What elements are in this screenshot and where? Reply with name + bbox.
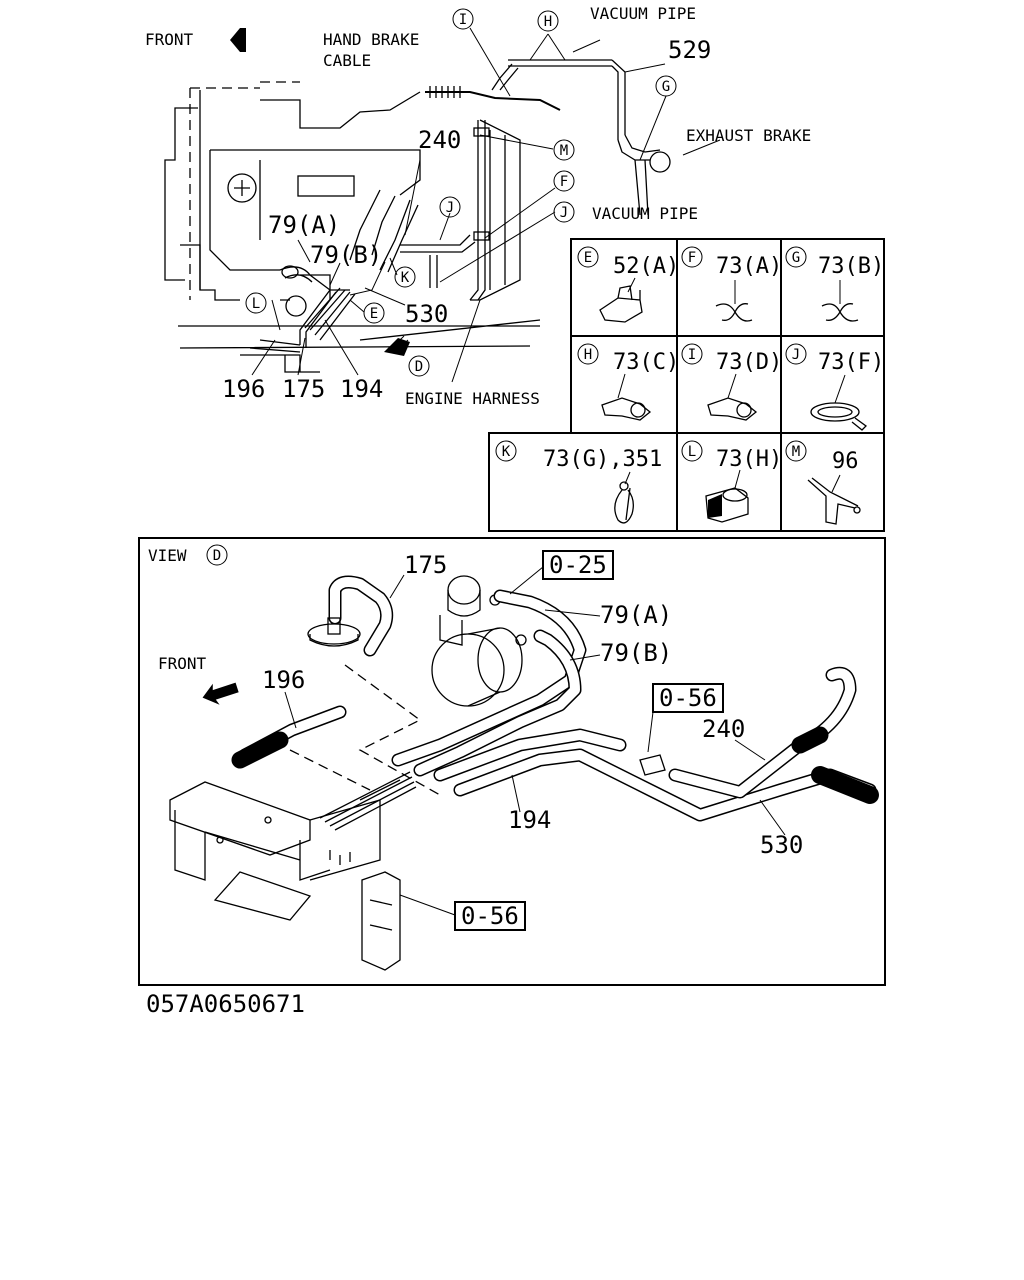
svg-text:M: M: [792, 444, 800, 460]
view-part-240-label: 240: [702, 715, 745, 743]
view-part-530-label: 530: [760, 831, 803, 859]
hand-brake-cable-label: CABLE: [323, 51, 371, 70]
view-d-panel: VIEW D FRONT: [138, 537, 886, 986]
svg-text:I: I: [688, 347, 696, 363]
svg-text:73(F): 73(F): [818, 350, 884, 375]
svg-text:M: M: [560, 143, 568, 159]
callout-h: H: [537, 10, 559, 32]
legend-cell-i: I 73(D): [681, 343, 782, 421]
part-194-label: 194: [340, 375, 383, 403]
view-part-194-label: 194: [508, 806, 551, 834]
svg-text:G: G: [792, 250, 800, 266]
svg-text:73(B): 73(B): [818, 254, 884, 279]
view-title-circle: D: [206, 544, 228, 566]
svg-text:H: H: [544, 14, 552, 30]
view-title: VIEW: [148, 546, 187, 565]
engine-harness-label: ENGINE HARNESS: [405, 389, 540, 408]
vacuum-pipe-bottom-label: VACUUM PIPE: [592, 204, 698, 223]
legend-cell-f: F 73(A): [681, 246, 782, 322]
svg-text:H: H: [584, 347, 592, 363]
view-front-label: FRONT: [158, 654, 207, 673]
legend-cell-k: K 73(G),351: [495, 440, 662, 524]
svg-text:73(G),351: 73(G),351: [543, 447, 662, 472]
svg-text:73(D): 73(D): [716, 350, 782, 375]
part-196-label: 196: [222, 375, 265, 403]
legend-cell-e: E 52(A): [577, 246, 679, 323]
view-part-175-label: 175: [404, 551, 447, 579]
svg-text:G: G: [662, 79, 670, 95]
svg-text:D: D: [415, 359, 423, 375]
svg-text:K: K: [502, 444, 511, 460]
callout-l: L: [245, 292, 267, 314]
svg-text:E: E: [370, 306, 378, 322]
part-529-label: 529: [668, 36, 711, 64]
ref-0-56-box-1: 0-56: [652, 683, 724, 713]
clip-legend-table: E 52(A) F 73(A) G 73(B) H 73(C) I 73(D): [488, 238, 885, 532]
svg-text:73(H): 73(H): [716, 447, 782, 472]
exhaust-brake-label: EXHAUST BRAKE: [686, 126, 811, 145]
svg-text:0-25: 0-25: [549, 551, 607, 579]
callout-e: E: [363, 302, 385, 324]
view-part-196-label: 196: [262, 666, 305, 694]
svg-text:F: F: [688, 250, 696, 266]
svg-text:73(C): 73(C): [613, 350, 679, 375]
callout-g: G: [655, 75, 677, 97]
svg-text:L: L: [688, 444, 696, 460]
svg-text:0-56: 0-56: [659, 684, 717, 712]
engine-illustration: [164, 27, 721, 383]
ref-0-56-box-2: 0-56: [454, 901, 526, 931]
view-part-79b-label: 79(B): [600, 639, 672, 667]
ref-0-25-box: 0-25: [542, 550, 614, 580]
svg-text:K: K: [401, 270, 410, 286]
diagram-code: 057A0650671: [146, 990, 305, 1018]
callout-i: I: [452, 8, 474, 30]
svg-text:I: I: [459, 12, 467, 28]
svg-text:L: L: [252, 296, 260, 312]
callout-j-1: J: [553, 201, 575, 223]
svg-text:73(A): 73(A): [716, 254, 782, 279]
vacuum-pipe-top-label: VACUUM PIPE: [590, 4, 696, 23]
legend-cell-m: M 96: [785, 440, 861, 525]
view-part-79a-label: 79(A): [600, 601, 672, 629]
part-79a-label: 79(A): [268, 211, 340, 239]
legend-cell-j: J 73(F): [785, 343, 884, 431]
view-front-arrow-icon: [202, 682, 239, 705]
callout-m: M: [553, 139, 575, 161]
svg-text:0-56: 0-56: [461, 902, 519, 930]
svg-text:D: D: [213, 548, 221, 564]
callout-k: K: [394, 266, 416, 288]
callout-f: F: [553, 170, 575, 192]
front-arrow-icon: [230, 28, 246, 52]
part-175-label: 175: [282, 375, 325, 403]
svg-text:J: J: [446, 200, 454, 216]
part-530-label: 530: [405, 300, 448, 328]
callout-j-2: J: [439, 196, 461, 218]
view-d-arrow-icon: [384, 338, 410, 356]
legend-cell-h: H 73(C): [577, 343, 679, 421]
front-label: FRONT: [145, 30, 194, 49]
svg-text:J: J: [560, 205, 568, 221]
callout-circles: I H G M F J J K E L D: [245, 8, 677, 377]
part-240-label: 240: [418, 126, 461, 154]
svg-text:E: E: [584, 250, 592, 266]
svg-text:52(A): 52(A): [613, 254, 679, 279]
svg-text:F: F: [560, 174, 568, 190]
hand-brake-label: HAND BRAKE: [323, 30, 419, 49]
callout-d: D: [408, 355, 430, 377]
part-79b-label: 79(B): [310, 241, 382, 269]
svg-text:J: J: [792, 347, 800, 363]
top-labels: FRONT HAND BRAKE CABLE VACUUM PIPE 529 E…: [145, 4, 811, 408]
svg-text:96: 96: [832, 449, 859, 474]
legend-cell-l: L 73(H): [681, 440, 782, 523]
legend-cell-g: G 73(B): [785, 246, 884, 322]
